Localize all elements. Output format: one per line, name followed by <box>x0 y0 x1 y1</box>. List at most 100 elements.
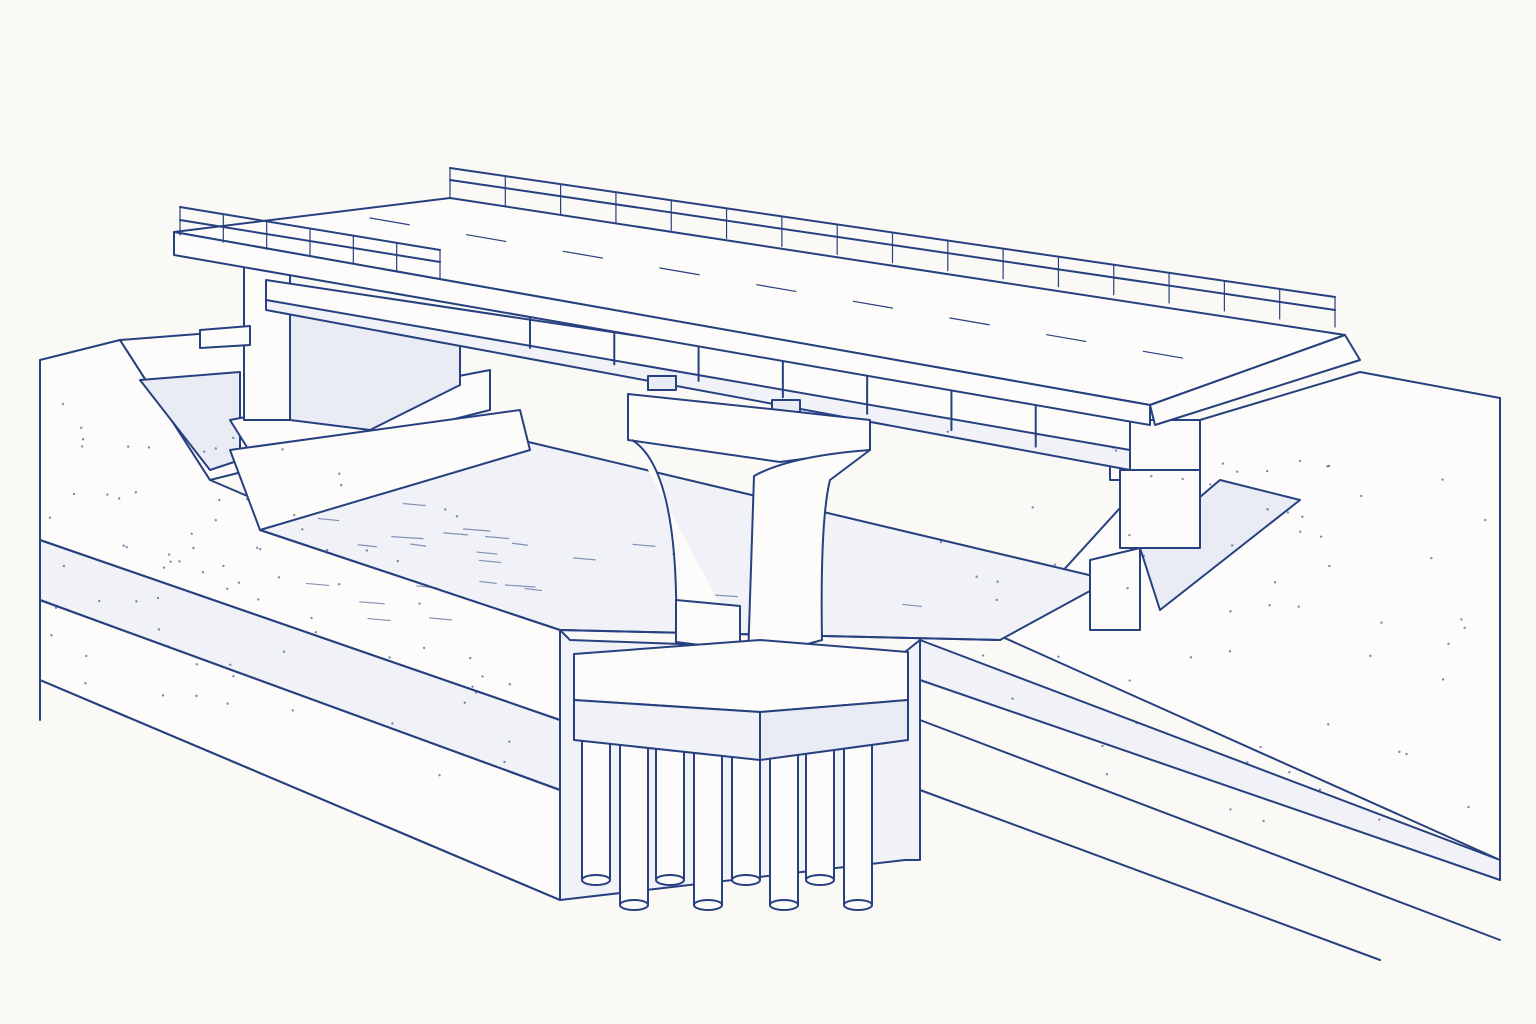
speckle <box>1150 475 1153 478</box>
speckle <box>166 645 170 648</box>
speckle <box>1128 679 1131 682</box>
speckle <box>1463 626 1466 630</box>
speckle <box>1441 678 1445 681</box>
pile <box>693 729 723 906</box>
pile-cap-top <box>573 639 909 713</box>
pile-tip <box>843 899 873 911</box>
speckle <box>1101 744 1104 748</box>
speckle <box>218 498 221 502</box>
speckle <box>1319 535 1323 538</box>
speckle <box>314 631 318 634</box>
speckle <box>1142 554 1146 558</box>
speckle <box>61 402 65 406</box>
lane-markings <box>369 217 1184 359</box>
pile <box>655 729 685 881</box>
soil-speckle-texture <box>48 402 1487 823</box>
speckle <box>1126 587 1129 590</box>
speckle <box>422 646 426 650</box>
speckle <box>337 583 341 586</box>
speckle <box>50 634 53 637</box>
ripple <box>476 551 498 555</box>
speckle <box>237 581 241 584</box>
speckle <box>1286 511 1290 514</box>
speckle <box>135 600 138 603</box>
speckle <box>455 515 459 518</box>
speckle <box>214 447 217 450</box>
lane-dash <box>1046 334 1087 343</box>
speckle <box>1326 465 1329 468</box>
pile-tip <box>619 899 649 911</box>
stratum-line-right <box>919 719 1501 941</box>
ripple <box>511 542 529 546</box>
speckle <box>134 491 138 494</box>
ripple <box>357 544 378 548</box>
speckle <box>463 701 466 704</box>
ripple <box>572 557 596 561</box>
speckle <box>1298 459 1302 463</box>
speckle <box>946 430 949 433</box>
abutment-right <box>1089 419 1301 631</box>
speckle <box>232 674 235 678</box>
speckle <box>1229 610 1232 613</box>
pile-tip <box>731 874 761 886</box>
speckle <box>1266 508 1269 511</box>
stratum-line <box>39 539 561 721</box>
stratum-line-right <box>919 789 1381 961</box>
speckle <box>503 760 506 764</box>
speckle <box>1135 721 1138 725</box>
deck-fascia <box>173 231 1151 426</box>
rail-posts-far <box>449 167 1336 328</box>
speckle <box>98 599 101 603</box>
pile-cap-side <box>759 699 909 761</box>
speckle <box>1378 818 1381 821</box>
deck-end <box>1149 334 1361 426</box>
lane-dash <box>852 300 894 309</box>
ripple <box>524 587 543 592</box>
stratum-line <box>39 599 561 791</box>
speckle <box>939 540 943 544</box>
lane-dash <box>466 234 507 243</box>
speckle <box>474 691 478 694</box>
pile-tip <box>581 874 611 886</box>
speckle <box>222 564 225 568</box>
speckle <box>1111 446 1115 449</box>
ripple <box>402 502 427 507</box>
speckle <box>48 516 52 519</box>
speckle <box>192 546 195 550</box>
speckle <box>1273 581 1277 584</box>
speckle <box>178 560 181 563</box>
speckle <box>245 498 249 501</box>
rail-posts-near <box>179 206 441 279</box>
speckle <box>1328 564 1331 568</box>
speckle <box>1114 449 1118 452</box>
speckle <box>106 493 109 496</box>
speckle <box>214 519 217 522</box>
pile-tip <box>769 899 799 911</box>
ripple <box>359 601 385 605</box>
girder-soffit <box>265 299 1131 471</box>
speckle <box>1268 604 1271 607</box>
pile-tip <box>805 874 835 886</box>
speckle <box>1036 561 1040 564</box>
speckle <box>1380 621 1383 624</box>
speckle <box>1398 750 1401 754</box>
speckle <box>438 774 441 777</box>
speckle <box>84 681 87 685</box>
speckle <box>293 513 296 517</box>
speckle <box>340 483 343 487</box>
speckle <box>203 450 206 453</box>
speckle <box>1235 470 1239 473</box>
speckle <box>1467 805 1470 809</box>
speckle <box>1228 650 1232 653</box>
speckle <box>282 650 286 654</box>
speckle <box>396 559 399 563</box>
ripple <box>632 543 656 547</box>
speckle <box>281 448 284 451</box>
speckle <box>508 740 511 743</box>
speckle <box>996 580 999 583</box>
girder-cells <box>529 307 1037 448</box>
speckle <box>1318 788 1322 791</box>
speckle <box>80 445 84 448</box>
